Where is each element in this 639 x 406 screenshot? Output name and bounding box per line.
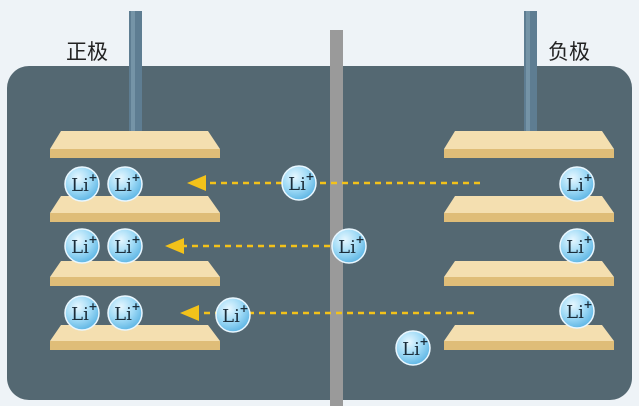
negative-electrode-rod bbox=[524, 11, 537, 144]
lithium-ion: Li+ bbox=[281, 165, 317, 201]
lithium-ions: Li+Li+Li+Li+Li+Li+Li+Li+Li+Li+Li+Li+Li+ bbox=[64, 165, 595, 366]
lithium-ion-charge: + bbox=[131, 300, 140, 313]
lithium-ion-charge: + bbox=[88, 300, 97, 313]
lithium-ion-label: Li bbox=[114, 175, 132, 196]
lithium-ion-charge: + bbox=[131, 233, 140, 246]
positive-electrode-rod bbox=[129, 11, 142, 144]
lithium-ion-charge: + bbox=[583, 298, 592, 311]
lithium-ion: Li+ bbox=[107, 228, 143, 264]
negative-plate bbox=[444, 196, 614, 213]
lithium-ion: Li+ bbox=[64, 295, 100, 331]
lithium-ion: Li+ bbox=[331, 228, 367, 264]
lithium-ion-label: Li bbox=[71, 175, 89, 196]
positive-plate bbox=[50, 196, 220, 213]
lithium-ion-label: Li bbox=[566, 237, 584, 258]
lithium-ion: Li+ bbox=[559, 166, 595, 202]
lithium-ion-charge: + bbox=[583, 233, 592, 246]
lithium-ion: Li+ bbox=[215, 297, 251, 333]
lithium-ion-label: Li bbox=[288, 174, 306, 195]
lithium-ion-label: Li bbox=[114, 304, 132, 325]
lithium-ion-label: Li bbox=[566, 175, 584, 196]
lithium-ion-charge: + bbox=[88, 233, 97, 246]
lithium-ion: Li+ bbox=[559, 293, 595, 329]
negative-plate bbox=[444, 131, 614, 149]
positive-plate bbox=[50, 131, 220, 149]
positive-plate bbox=[50, 325, 220, 341]
lithium-ion-charge: + bbox=[419, 335, 428, 348]
lithium-ion-charge: + bbox=[355, 233, 364, 246]
lithium-ion-label: Li bbox=[222, 306, 240, 327]
lithium-ion-label: Li bbox=[566, 302, 584, 323]
lithium-ion-charge: + bbox=[305, 170, 314, 183]
separator bbox=[330, 30, 343, 406]
lithium-ion: Li+ bbox=[107, 166, 143, 202]
negative-plate bbox=[444, 261, 614, 277]
lithium-ion-label: Li bbox=[114, 237, 132, 258]
lithium-ion: Li+ bbox=[395, 330, 431, 366]
lithium-ion: Li+ bbox=[64, 228, 100, 264]
lithium-ion-charge: + bbox=[239, 302, 248, 315]
migration-arrows bbox=[165, 175, 480, 321]
lithium-ion-label: Li bbox=[71, 237, 89, 258]
positive-plate bbox=[50, 261, 220, 277]
lithium-ion-label: Li bbox=[402, 339, 420, 360]
negative-plates bbox=[444, 131, 614, 350]
negative-plate bbox=[444, 325, 614, 341]
positive-plates bbox=[50, 131, 220, 350]
lithium-ion-charge: + bbox=[131, 171, 140, 184]
positive-electrode-label: 正极 bbox=[66, 40, 108, 64]
lithium-ion-charge: + bbox=[583, 171, 592, 184]
lithium-ion: Li+ bbox=[107, 295, 143, 331]
lithium-ion: Li+ bbox=[64, 166, 100, 202]
lithium-ion-charge: + bbox=[88, 171, 97, 184]
lithium-ion-label: Li bbox=[71, 304, 89, 325]
lithium-ion: Li+ bbox=[559, 228, 595, 264]
negative-electrode-label: 负极 bbox=[548, 40, 590, 64]
lithium-ion-label: Li bbox=[338, 237, 356, 258]
